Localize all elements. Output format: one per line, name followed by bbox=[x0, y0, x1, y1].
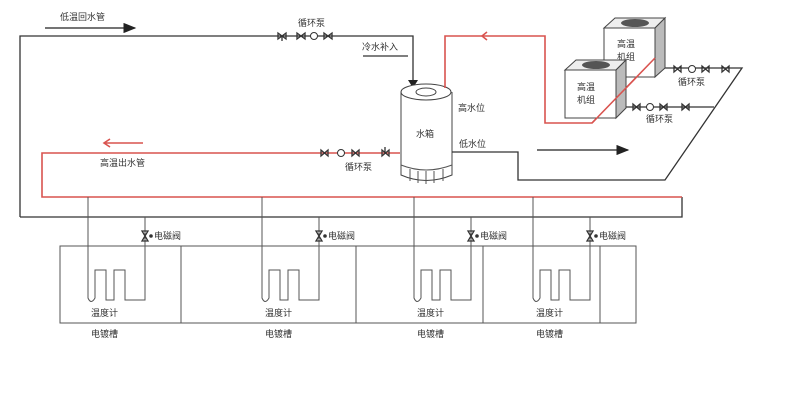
valve-label: 电磁阀 bbox=[599, 230, 626, 242]
low-level-label: 低水位 bbox=[459, 138, 486, 150]
high-level-label: 高水位 bbox=[458, 102, 485, 114]
bath-label: 电镀槽 bbox=[536, 328, 563, 340]
valve-icon bbox=[381, 147, 390, 158]
heating-coil bbox=[261, 197, 320, 302]
pump-icon bbox=[310, 32, 318, 40]
thermometer-label: 温度计 bbox=[536, 307, 563, 319]
solenoid-valve-icon[interactable] bbox=[585, 230, 598, 242]
bath-label: 电镀槽 bbox=[265, 328, 292, 340]
unit-pump-1: 循环泵 bbox=[673, 64, 730, 88]
unit-1-label-2: 机组 bbox=[577, 94, 595, 106]
outlet-pump-label: 循环泵 bbox=[345, 161, 372, 173]
valve-icon bbox=[277, 31, 287, 41]
valve-label: 电磁阀 bbox=[480, 230, 507, 242]
valve-label: 电磁阀 bbox=[154, 230, 181, 242]
thermometer-label: 温度计 bbox=[417, 307, 444, 319]
unit-pump-2: 循环泵 bbox=[632, 102, 690, 125]
check-valve-icon bbox=[296, 31, 306, 41]
hot-outlet-pipe: 高温出水管 bbox=[41, 138, 682, 198]
tank-inlet-arrow-icon bbox=[408, 80, 418, 88]
outlet-pump: 循环泵 bbox=[320, 147, 390, 173]
valve-icon bbox=[673, 64, 730, 74]
hot-flow-arrow-icon bbox=[480, 31, 488, 41]
pump-icon bbox=[646, 103, 654, 111]
cold-return-pipe: 低温回水管 bbox=[19, 11, 683, 218]
unit-2-label-1: 高温 bbox=[617, 38, 635, 50]
bath-label: 电镀槽 bbox=[91, 328, 118, 340]
top-pump: 循环泵 bbox=[277, 17, 333, 41]
thermometer-label: 温度计 bbox=[265, 307, 292, 319]
thermometer-label: 温度计 bbox=[91, 307, 118, 319]
cold-water-inlet-label: 冷水补入 bbox=[362, 41, 398, 53]
solenoid-valve-icon[interactable] bbox=[140, 230, 153, 242]
valve-label: 电磁阀 bbox=[328, 230, 355, 242]
hot-outlet-label: 高温出水管 bbox=[100, 157, 145, 169]
check-valve-icon bbox=[323, 31, 333, 41]
return-pipe-label: 低温回水管 bbox=[60, 11, 105, 23]
unit-1-label-1: 高温 bbox=[577, 81, 595, 93]
hot-flow-arrow-icon bbox=[102, 138, 143, 148]
water-tank: 水箱 高水位 低水位 bbox=[400, 83, 486, 184]
valve-icon bbox=[632, 102, 690, 112]
pump-icon bbox=[337, 149, 345, 157]
heating-coil bbox=[87, 197, 146, 302]
fan-icon bbox=[621, 19, 649, 27]
heating-coil bbox=[532, 197, 591, 302]
tank-label: 水箱 bbox=[416, 128, 434, 140]
top-pump-label: 循环泵 bbox=[298, 17, 325, 29]
fan-icon bbox=[582, 61, 610, 69]
check-valve-icon bbox=[320, 148, 329, 158]
check-valve-icon bbox=[351, 148, 360, 158]
bath-label: 电镀槽 bbox=[417, 328, 444, 340]
pump-icon bbox=[688, 65, 696, 73]
solenoid-valve-icon[interactable] bbox=[314, 230, 327, 242]
unit-pump-1-label: 循环泵 bbox=[678, 76, 705, 88]
unit-pump-2-label: 循环泵 bbox=[646, 113, 673, 125]
heating-coil bbox=[413, 197, 472, 302]
solenoid-valve-icon[interactable] bbox=[466, 230, 479, 242]
heat-pump-unit-1: 高温 机组 bbox=[563, 58, 628, 120]
bath-frame bbox=[59, 245, 637, 324]
